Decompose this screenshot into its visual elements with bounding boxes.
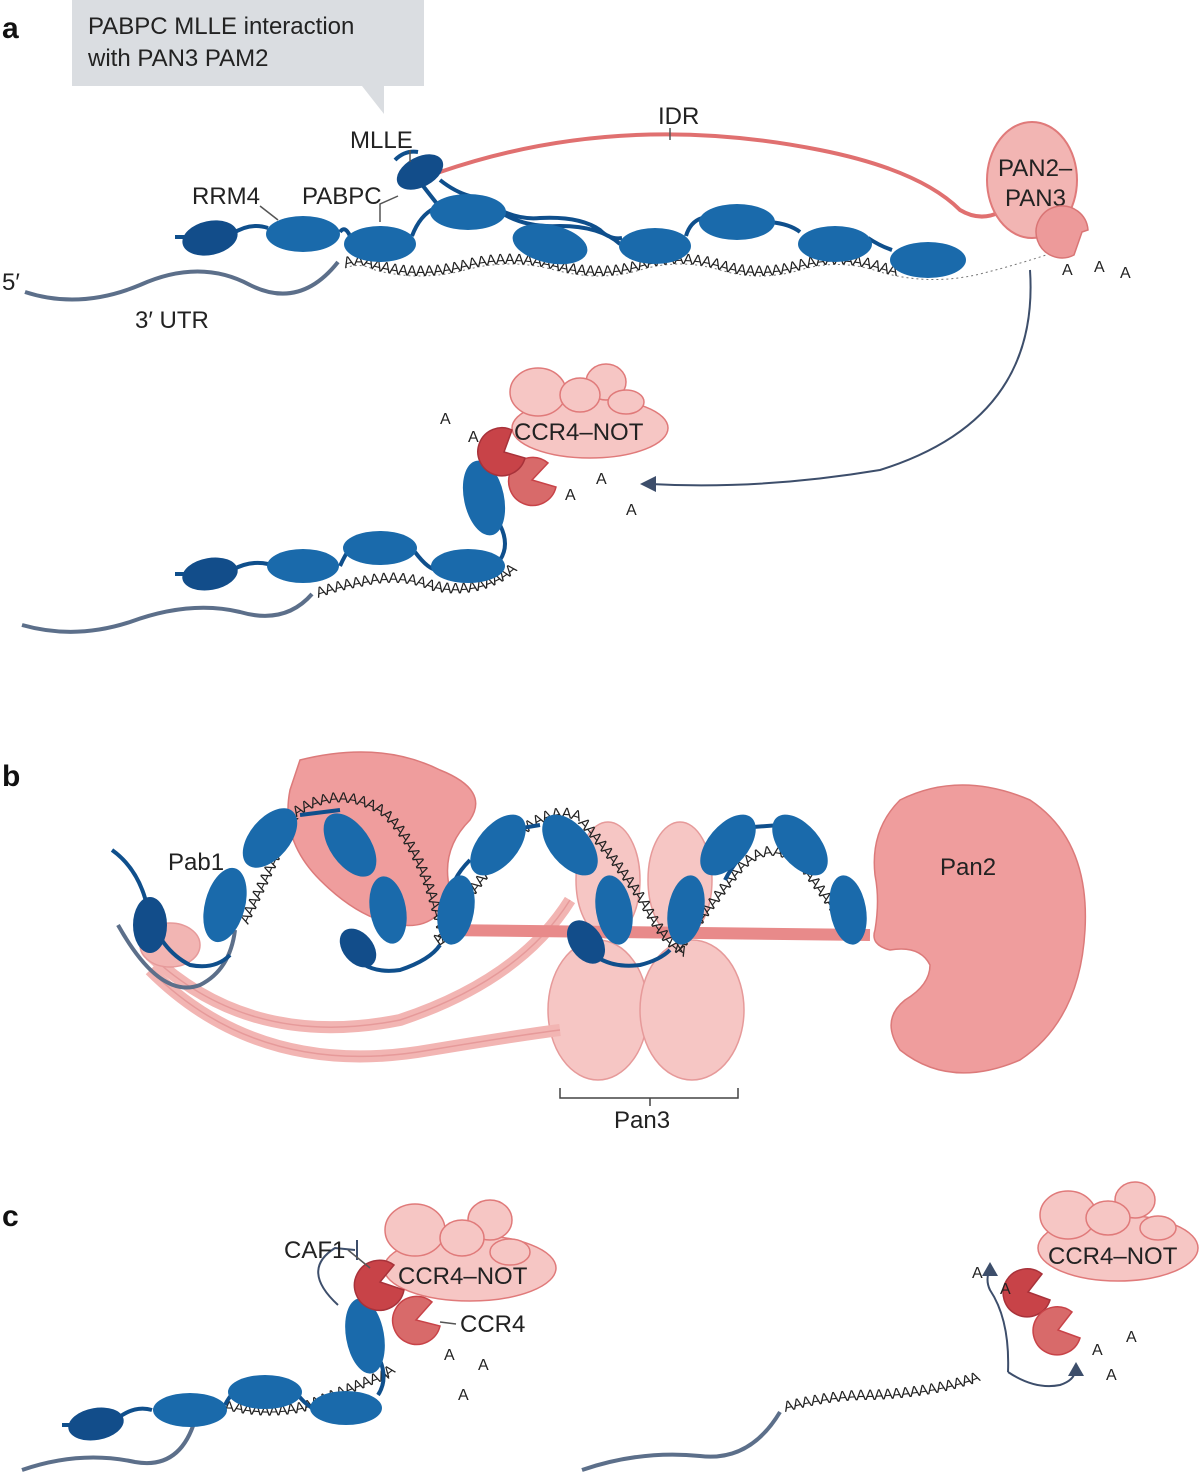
pab1-rrm: [829, 875, 867, 945]
ccr4-not-complex: [1037, 1181, 1199, 1282]
free-a: A: [458, 1387, 469, 1404]
pabpc-rrm: [619, 228, 691, 264]
pab1-rrm: [203, 867, 247, 943]
pabpc-label: PABPC: [302, 183, 382, 210]
pab1-rrm: [323, 813, 377, 877]
ccr4-nuclease: [391, 1295, 441, 1346]
pabpc-rrm: [512, 223, 588, 265]
rna-3utr-line: [24, 260, 340, 302]
ccr4-label: CCR4: [460, 1311, 525, 1338]
pab1-rrm: [542, 814, 598, 876]
free-a: A: [1094, 259, 1105, 276]
idr-label: IDR: [658, 103, 699, 130]
free-a: A: [1126, 1329, 1137, 1346]
free-a: A: [1000, 1281, 1011, 1298]
pan2-protein: [873, 784, 1087, 1074]
utr-label: 3′ UTR: [135, 307, 209, 334]
pabpc-rrm: [343, 531, 417, 565]
free-a: A: [468, 429, 479, 446]
deadenylation-arrow: [1007, 1369, 1076, 1388]
pab1-rrm: [667, 875, 705, 945]
pabpc-rrm: [310, 1391, 382, 1425]
pab1-rrm: [339, 928, 377, 968]
ccr4-nuclease: [507, 456, 557, 507]
panel-label-a: a: [2, 12, 19, 45]
caf1-nuclease: [1002, 1268, 1051, 1318]
ccr4-not-label-left: CCR4–NOT: [398, 1263, 528, 1290]
ccr4-not-complex: [509, 363, 669, 459]
free-a: A: [1092, 1342, 1103, 1359]
pab1-rrm: [595, 875, 633, 945]
pab1-rrm: [700, 814, 756, 876]
caf1-nuclease: [477, 427, 526, 477]
pabpc-rrm: [153, 1393, 227, 1427]
panel-label-c: c: [2, 1200, 19, 1233]
free-a: A: [1062, 262, 1073, 279]
free-a: A: [626, 502, 637, 519]
pabpc-rrm: [462, 460, 506, 536]
pab1-rrm: [133, 897, 167, 953]
pab1-rrm: [242, 808, 298, 868]
transition-arrow: [649, 269, 1032, 487]
pabpc-rrm: [344, 226, 416, 262]
free-a: A: [596, 471, 607, 488]
rna-3utr-line: [581, 1410, 782, 1472]
ccr4-nuclease: [1032, 1306, 1081, 1356]
caf1-label: CAF1: [284, 1237, 345, 1264]
callout-line-2: with PAN3 PAM2: [87, 45, 269, 72]
free-a: A: [972, 1265, 983, 1282]
pan3-bracket: [559, 1088, 739, 1106]
pabpc-rrm: [267, 549, 339, 583]
free-a: A: [1106, 1367, 1117, 1384]
free-a: A: [440, 411, 451, 428]
free-a: A: [444, 1347, 455, 1364]
rrm4-domain: [68, 1407, 124, 1441]
caf1-nuclease: [353, 1259, 405, 1312]
mlle-label: MLLE: [350, 127, 413, 154]
pabpc-rrm: [345, 1298, 385, 1374]
rna-3utr-line: [21, 1419, 197, 1472]
pab1-rrm: [772, 814, 828, 876]
rrm4-domain: [182, 557, 238, 591]
callout-box: PABPC MLLE interaction with PAN3 PAM2: [72, 0, 424, 114]
callout-line-1: PABPC MLLE interaction: [88, 13, 354, 40]
pan2-nuclease-pacman: [1035, 205, 1089, 259]
pan2-label: Pan2: [940, 854, 996, 881]
mlle-domain: [396, 154, 444, 190]
pan2-label: PAN2–: [998, 155, 1073, 182]
panel-label-b: b: [2, 760, 20, 793]
pan3-label: Pan3: [614, 1107, 670, 1134]
pab1-rrm: [437, 875, 475, 945]
pab1-rrm: [566, 920, 606, 964]
ccr4-not-complex: [383, 1199, 557, 1302]
inhibition-arrow: [317, 1246, 356, 1306]
polyA-tail-c-right: AAAAAAAAAAAAAAAAAAAAAA: [782, 1368, 983, 1415]
rna-3utr-line: [21, 592, 314, 634]
five-prime-label: 5′: [2, 269, 20, 296]
pabpc-rrm: [890, 242, 966, 278]
free-a: A: [478, 1357, 489, 1374]
pabpc-rrm: [228, 1375, 302, 1409]
pab1-rrm: [470, 814, 526, 876]
pan3-tether: [145, 965, 561, 1063]
rrm4-label: RRM4: [192, 183, 260, 210]
free-a: A: [1120, 265, 1131, 282]
pabpc-rrm: [266, 216, 340, 252]
pabpc-linker-a: [175, 178, 893, 252]
pabpc-rrm: [431, 549, 505, 583]
pabpc-linker-a-lower: [175, 524, 507, 576]
pabpc-rrm: [430, 194, 506, 230]
ccr4-not-label: CCR4–NOT: [514, 419, 644, 446]
ccr4-not-label-right: CCR4–NOT: [1048, 1243, 1178, 1270]
pan2-pan3-rod: [439, 924, 871, 941]
pabpc-rrm: [798, 226, 872, 262]
pab1-rrm: [369, 876, 407, 944]
free-a: A: [565, 487, 576, 504]
rrm4-domain: [182, 220, 238, 256]
pab1-label: Pab1: [168, 849, 224, 876]
pabpc-rrm: [699, 204, 775, 240]
